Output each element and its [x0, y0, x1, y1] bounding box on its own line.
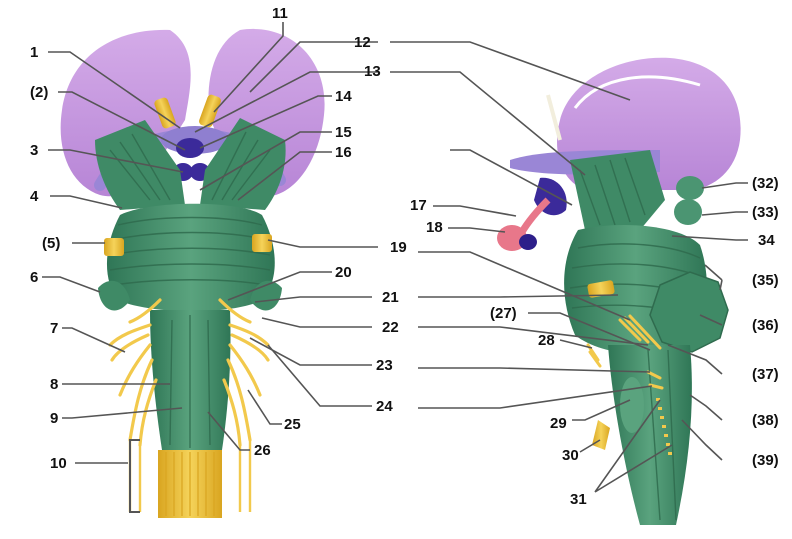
label-38: (38) [752, 412, 779, 429]
label-36: (36) [752, 317, 779, 334]
label-7: 7 [50, 320, 58, 337]
label-2: (2) [30, 84, 48, 101]
label-8: 8 [50, 376, 58, 393]
fornix-white [546, 94, 562, 141]
bracket-10 [129, 439, 140, 513]
label-25: 25 [284, 416, 301, 433]
midbrain-lateral [570, 150, 665, 230]
label-21: 21 [382, 289, 399, 306]
label-27: (27) [490, 305, 517, 322]
label-18: 18 [426, 219, 443, 236]
label-17: 17 [410, 197, 427, 214]
lateral-view [497, 57, 741, 525]
peduncle-ridges [109, 131, 271, 201]
label-11: 11 [272, 5, 288, 22]
label-20: 20 [335, 264, 352, 281]
label-39: (39) [752, 452, 779, 469]
pons-ridges [109, 216, 271, 286]
label-33: (33) [752, 204, 779, 221]
trigeminal-left [104, 238, 124, 256]
hypophysis-stalk [176, 138, 204, 158]
mamillary-lateral [519, 234, 537, 250]
label-14: 14 [335, 88, 352, 105]
olive [620, 377, 644, 433]
trigeminal-lateral [587, 280, 615, 298]
pons [106, 203, 275, 312]
label-31: 31 [570, 491, 587, 508]
label-35: (35) [752, 272, 779, 289]
label-23: 23 [376, 357, 393, 374]
label-15: 15 [335, 124, 352, 141]
label-19: 19 [390, 239, 407, 256]
leader-lines [42, 22, 748, 493]
inferior-colliculus [674, 199, 702, 225]
label-29: 29 [550, 415, 567, 432]
label-9: 9 [50, 410, 58, 427]
superior-colliculus [676, 176, 704, 200]
label-26: 26 [254, 442, 271, 459]
hypoglossal-dots [656, 398, 672, 455]
label-37: (37) [752, 366, 779, 383]
labels: 1 (2) 3 4 (5) 6 7 8 9 10 11 12 13 14 15 … [30, 5, 779, 508]
label-24: 24 [376, 398, 393, 415]
label-13: 13 [364, 63, 381, 80]
label-16: 16 [335, 144, 352, 161]
trigeminal-right [252, 234, 272, 252]
label-34: 34 [758, 232, 775, 249]
cranial-rootlets [108, 298, 270, 447]
optic-nerve-right [199, 94, 221, 128]
label-32: (32) [752, 175, 779, 192]
accessory-nerve [592, 420, 610, 450]
label-28: 28 [538, 332, 555, 349]
corpus-callosum-arc [573, 75, 701, 109]
label-10: 10 [50, 455, 67, 472]
lateral-rootlets [586, 314, 664, 390]
label-22: 22 [382, 319, 399, 336]
ventral-view [60, 28, 325, 518]
label-6: 6 [30, 269, 38, 286]
label-30: 30 [562, 447, 579, 464]
cerebellar-peduncle-cut [649, 271, 729, 353]
label-5: (5) [42, 235, 60, 252]
label-4: 4 [30, 188, 39, 205]
pituitary-stalk [518, 197, 551, 234]
label-3: 3 [30, 142, 38, 159]
flocculus-left [98, 280, 130, 311]
label-1: 1 [30, 44, 38, 61]
label-12: 12 [354, 34, 371, 51]
